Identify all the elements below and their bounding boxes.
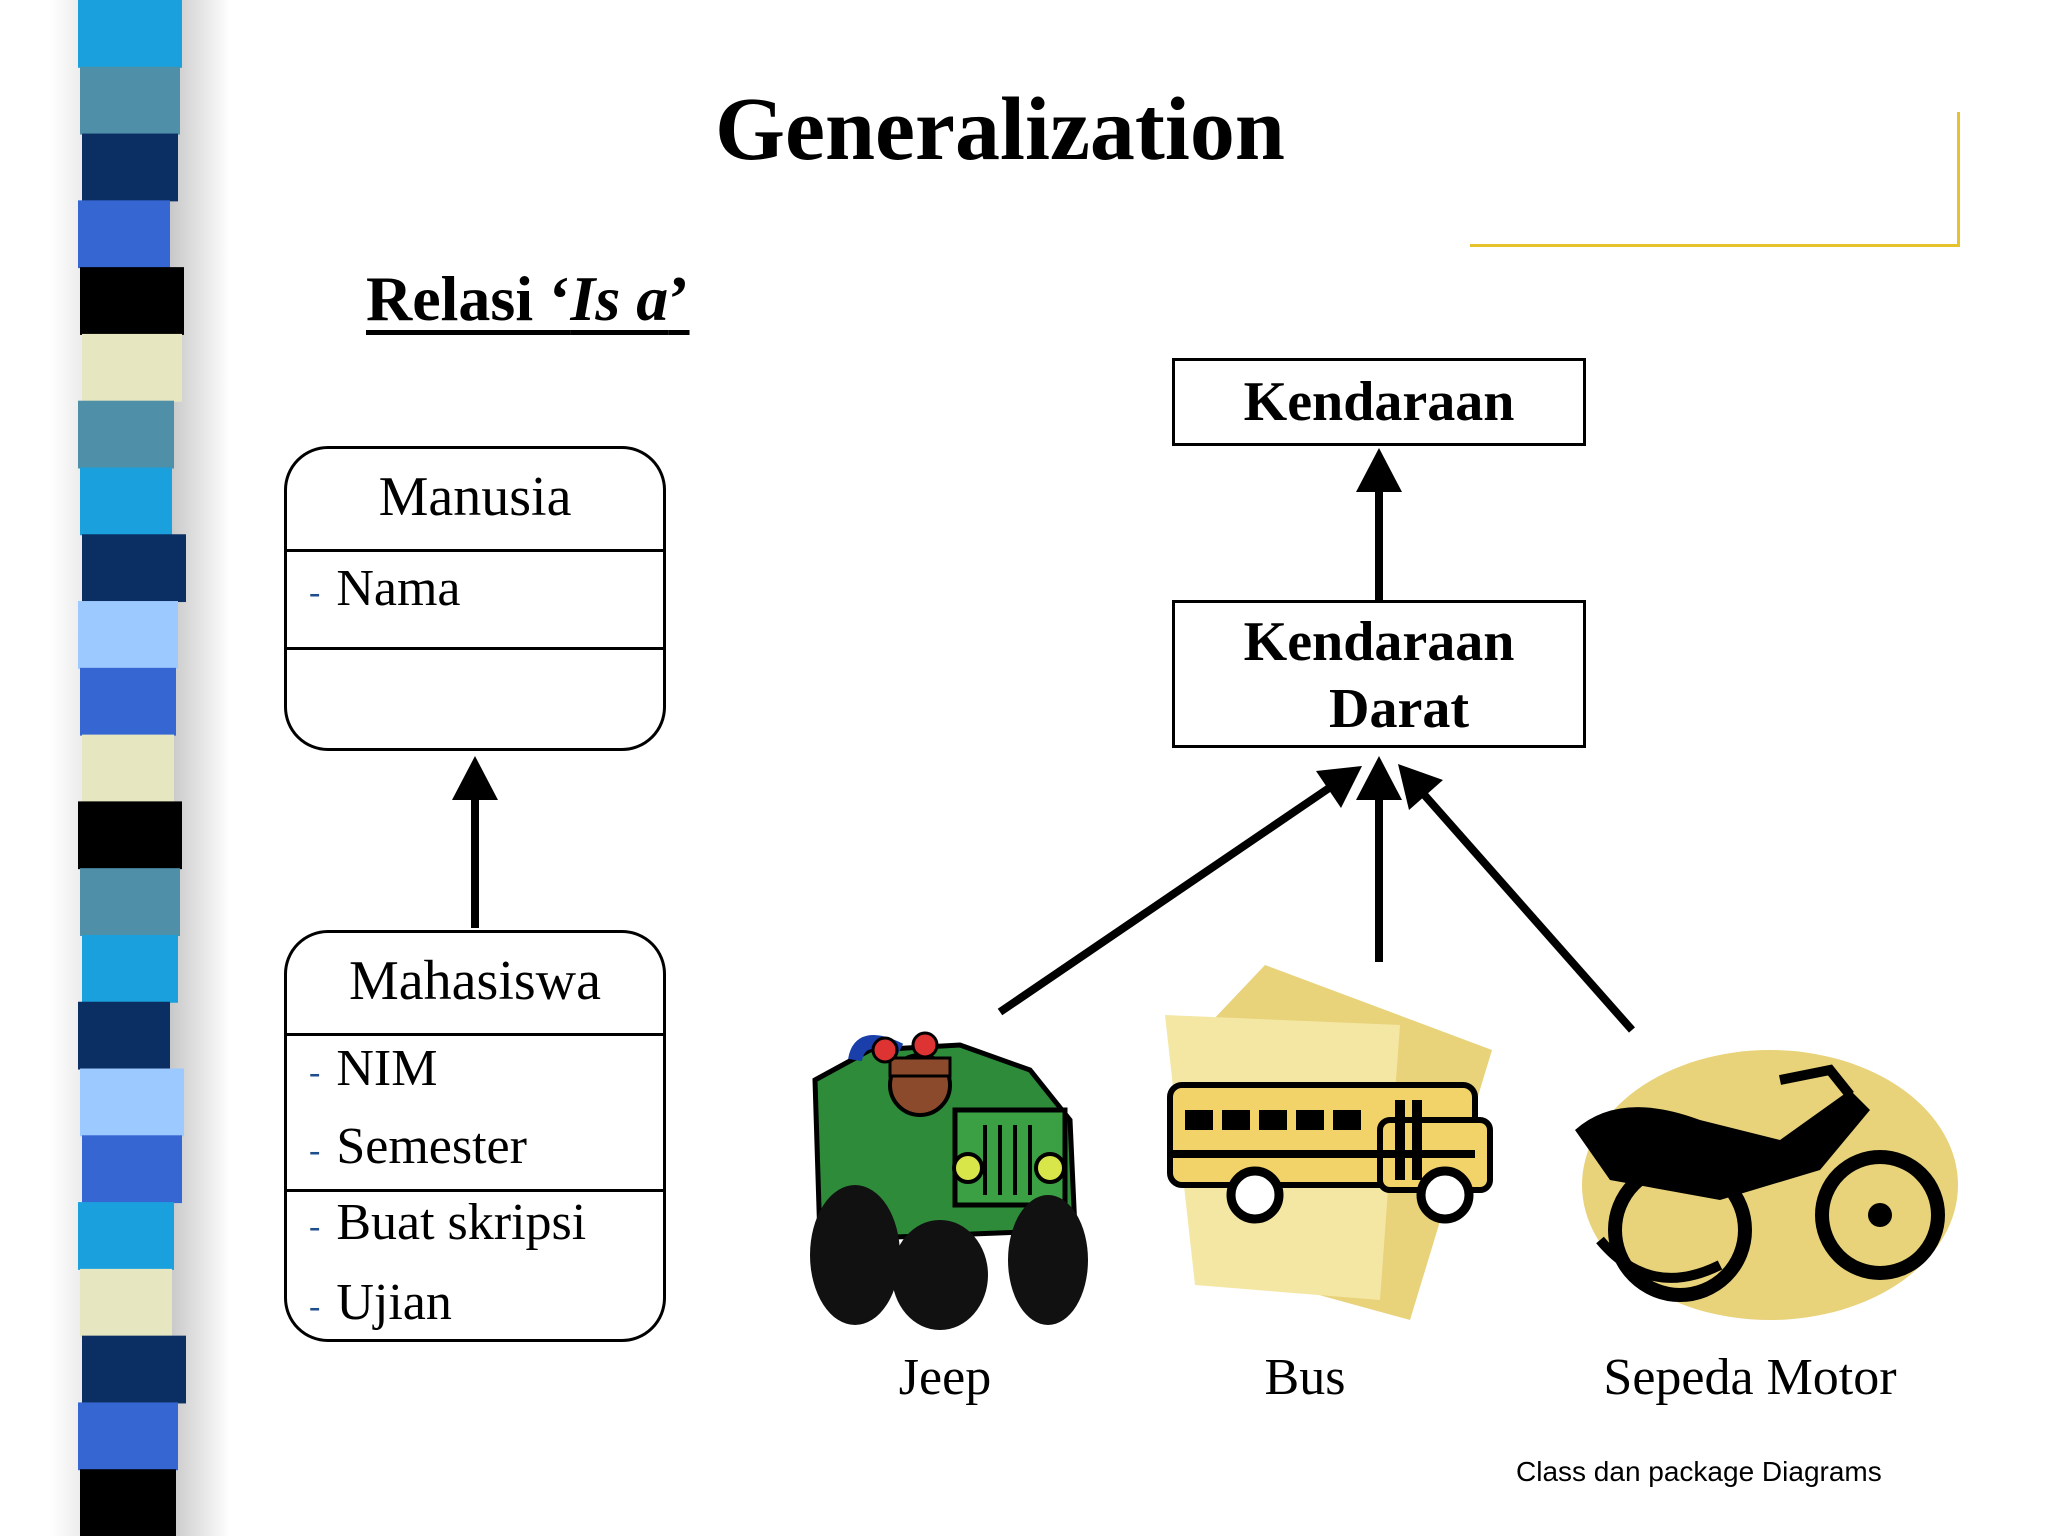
method-text: Ujian [336, 1274, 452, 1331]
decorative-stripe-bar [0, 0, 240, 1536]
box-line-2: Darat [1329, 678, 1469, 741]
vehicle-label-sepeda-motor: Sepeda Motor [1603, 1349, 1897, 1406]
bus-clipart-icon [1165, 965, 1493, 1320]
row-prefix: - [309, 1054, 321, 1092]
attribute-row: -Semester [309, 1117, 527, 1176]
stripe-segment [78, 1202, 174, 1270]
generalization-arrow [997, 766, 1362, 1016]
stripe-segment [78, 200, 170, 269]
corner-accent-line [1470, 112, 1960, 247]
class-divider [287, 1189, 663, 1192]
class-name: Mahasiswa [349, 950, 601, 1012]
row-prefix: - [309, 574, 321, 612]
method-text: Buat skripsi [336, 1194, 587, 1251]
method-row: -Ujian [309, 1273, 452, 1332]
generalization-arrow [1398, 764, 1635, 1033]
method-row: -Buat skripsi [309, 1193, 586, 1252]
stripe-segment [82, 1335, 186, 1404]
generalization-arrow [452, 756, 498, 928]
class-divider [287, 647, 663, 650]
uml-class-mahasiswa: Mahasiswa -NIM -Semester -Buat skripsi -… [284, 930, 666, 1342]
class-name: Manusia [378, 466, 572, 528]
slide-title: Generalization [715, 80, 1285, 179]
row-prefix: - [309, 1132, 321, 1170]
attribute-text: NIM [336, 1040, 438, 1097]
stripe-segment [82, 133, 178, 202]
stripe-segment [80, 66, 180, 135]
generalization-arrow [1356, 756, 1402, 962]
uml-class-manusia: Manusia -Nama [284, 446, 666, 751]
vehicle-label-bus: Bus [1264, 1349, 1346, 1406]
vehicle-label-jeep: Jeep [898, 1349, 992, 1406]
stripe-segment [82, 534, 186, 603]
stripe-segment [80, 467, 172, 536]
jeep-clipart-icon [810, 1031, 1088, 1330]
subtitle-italic: Is a [570, 263, 669, 334]
stripe-segment [80, 267, 184, 335]
stripe-segment [78, 801, 182, 870]
stripe-segment [82, 734, 174, 803]
stripe-segment [80, 1068, 184, 1137]
attribute-row: -NIM [309, 1039, 437, 1098]
subtitle-suffix: ’ [668, 263, 690, 334]
stripe-segment [78, 1402, 178, 1471]
attribute-text: Semester [336, 1118, 527, 1175]
stripe-segment [82, 1135, 182, 1204]
class-divider [287, 1033, 663, 1036]
stripe-segment [82, 333, 182, 402]
stripe-segment [80, 667, 176, 736]
stripe-segment [78, 1001, 170, 1070]
attribute-row: -Nama [309, 559, 461, 618]
stripe-segment [78, 0, 182, 68]
row-prefix: - [309, 1208, 321, 1246]
motorcycle-clipart-icon [1575, 1050, 1958, 1320]
attribute-text: Nama [336, 560, 461, 617]
subtitle-prefix: Relasi ‘ [366, 263, 571, 334]
box-line-1: Kendaraan [1243, 611, 1515, 673]
stripe-segment [78, 601, 178, 669]
subtitle: Relasi ‘Is a’ [366, 262, 690, 336]
generalization-arrow [1356, 448, 1402, 600]
box-kendaraan: Kendaraan [1172, 358, 1586, 446]
row-prefix: - [309, 1288, 321, 1326]
class-divider [287, 549, 663, 552]
stripe-segment [80, 1268, 172, 1337]
box-kendaraan-darat: Kendaraan Darat [1172, 600, 1586, 748]
stripe-segment [78, 400, 174, 469]
stripe-segment [80, 868, 180, 936]
stripe-segment [82, 934, 178, 1003]
stripe-segment [80, 1469, 176, 1536]
footer-text: Class dan package Diagrams [1516, 1456, 1882, 1487]
